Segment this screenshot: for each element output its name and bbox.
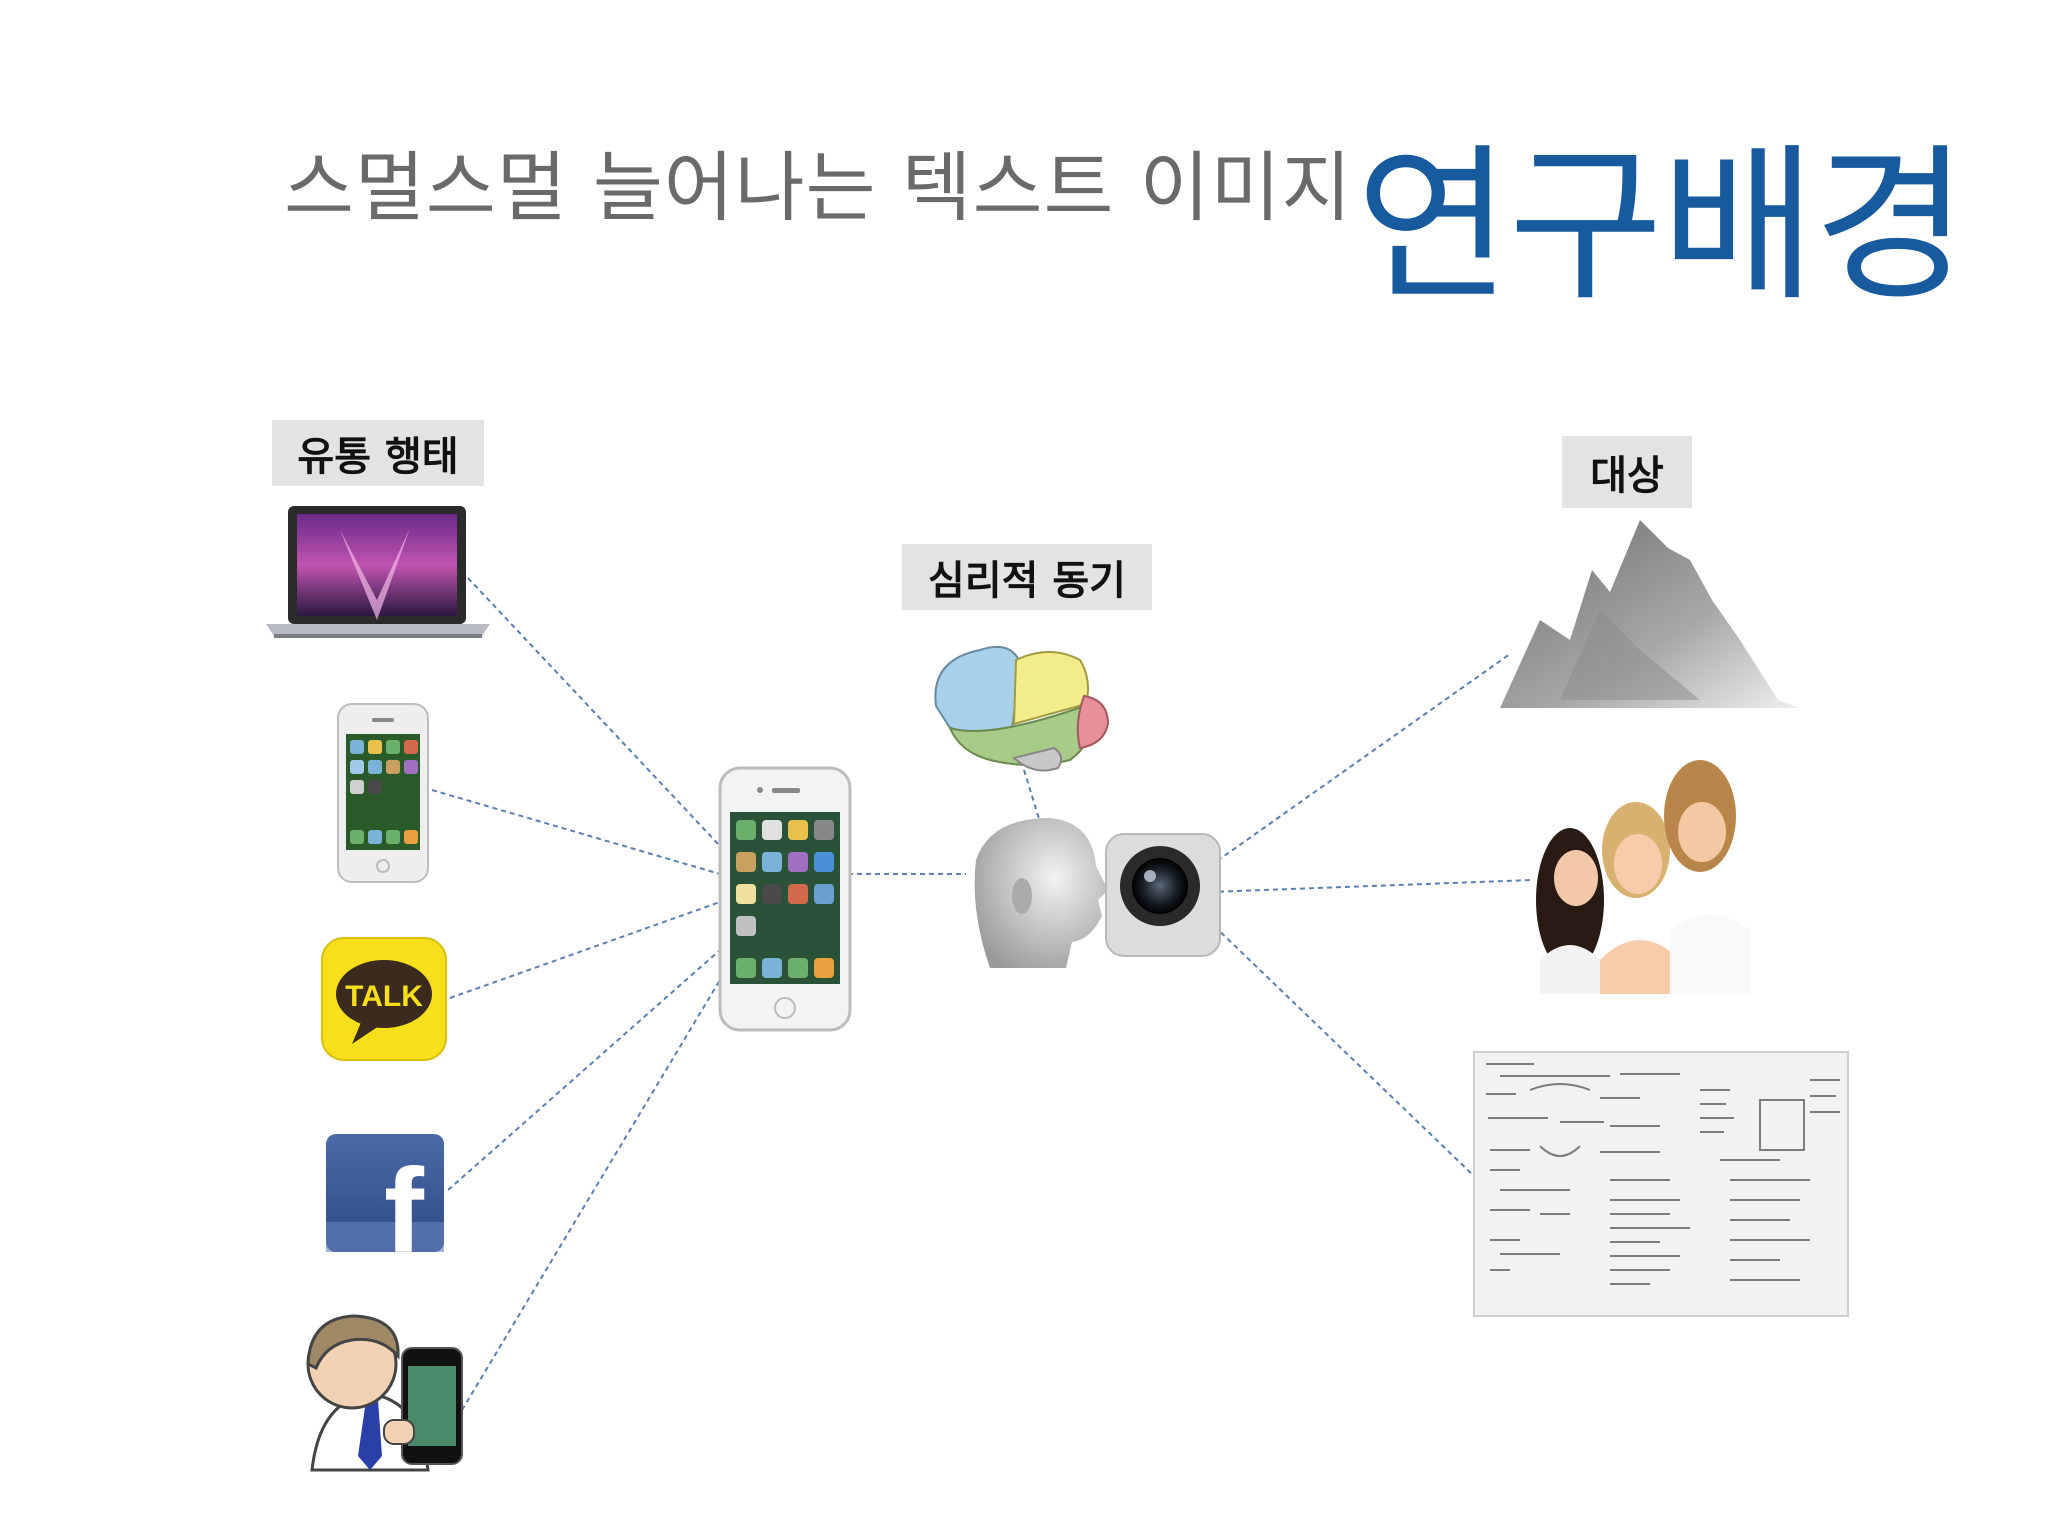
whiteboard-photo	[1473, 1051, 1849, 1317]
line-camera-people	[1209, 879, 1533, 893]
label-target: 대상	[1562, 436, 1692, 508]
line-user-phone	[461, 979, 721, 1411]
connector-lines	[431, 577, 1533, 1411]
facebook-letter: f	[384, 1144, 425, 1278]
line-smallphone-phone	[431, 789, 721, 875]
kakao-talk-icon: TALK	[321, 937, 447, 1061]
head-icon	[974, 818, 1108, 968]
facebook-icon: f	[326, 1134, 444, 1278]
label-psych: 심리적 동기	[902, 544, 1152, 610]
center-phone-icon	[718, 766, 852, 1032]
slide-subtitle: 스멀스멀 늘어나는 텍스트 이미지	[284, 143, 1353, 232]
line-laptop-phone	[467, 577, 721, 847]
brain-icon	[934, 646, 1110, 772]
line-camera-mountain	[1209, 653, 1511, 867]
mountain-icon	[1500, 520, 1800, 708]
laptop-icon	[266, 506, 490, 638]
slide-title: 연구배경	[1356, 128, 1968, 324]
label-usage: 유통 행태	[272, 420, 484, 486]
line-brain-head	[1023, 769, 1041, 823]
people-photo	[1532, 760, 1754, 994]
line-camera-whiteboard	[1207, 919, 1475, 1177]
small-phone-icon	[337, 703, 429, 883]
line-facebook-phone	[447, 949, 721, 1191]
kakao-talk-text: TALK	[345, 980, 423, 1013]
line-talk-phone	[449, 901, 721, 999]
camera-icon	[1105, 833, 1221, 957]
user-phone-icon	[306, 1314, 463, 1472]
